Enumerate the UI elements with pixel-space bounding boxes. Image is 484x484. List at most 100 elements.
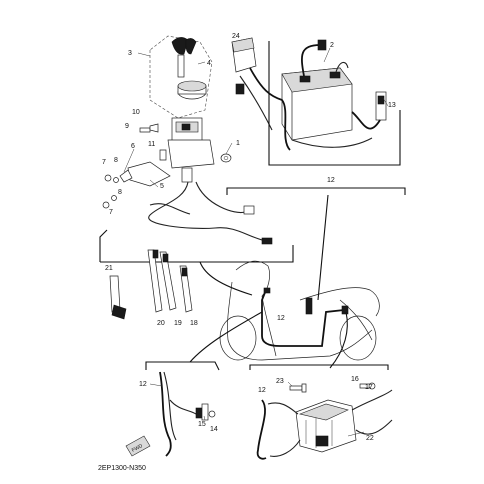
band-19-head <box>162 253 169 263</box>
callout-1: 1 <box>236 140 240 147</box>
battery-bracket <box>268 41 401 166</box>
battery-terminal-pos <box>329 71 341 79</box>
wire-harness-12 <box>159 371 172 457</box>
callout-17: 17 <box>365 384 373 391</box>
callout-2: 2 <box>330 42 334 49</box>
band-20-head <box>152 249 159 259</box>
callout-16: 16 <box>351 376 359 383</box>
callout-13: 13 <box>388 102 396 109</box>
washer-1 <box>220 153 232 163</box>
rectifier-detail <box>249 364 393 460</box>
leader-2 <box>323 47 331 63</box>
pointer-rectifier <box>329 311 348 369</box>
callout-labels: 3 4 10 9 11 1 6 7 8 5 8 7 24 2 13 12 21 … <box>102 33 396 442</box>
key-part-2 <box>185 38 197 55</box>
band-18-head <box>181 267 188 277</box>
scooter-front-fender <box>227 281 263 361</box>
bolt-23 <box>289 385 303 391</box>
fwd-label: FWD <box>131 443 144 454</box>
switch-core <box>181 123 191 131</box>
scooter-front-panel <box>261 295 277 357</box>
callout-4: 4 <box>207 60 211 67</box>
lock-set-outline <box>149 35 213 119</box>
key-part <box>171 37 189 55</box>
lead-terminal <box>261 237 273 245</box>
bolt-11 <box>159 149 167 161</box>
callout-12d: 12 <box>258 387 266 394</box>
battery-location <box>305 297 313 315</box>
callout-6: 6 <box>131 143 135 150</box>
callout-23: 23 <box>276 378 284 385</box>
leader-3 <box>137 52 151 57</box>
switch-lead-wire-2 <box>195 181 246 214</box>
callout-11: 11 <box>148 141 155 148</box>
switch-location <box>263 287 271 294</box>
rectifier-lead <box>351 389 393 411</box>
leader-15 <box>203 415 206 421</box>
band-18 <box>179 265 193 313</box>
pointer-battery <box>317 194 329 301</box>
rectifier-harness-2 <box>267 402 299 415</box>
battery-neg-cable <box>301 44 321 77</box>
wire-harness-12b <box>163 371 177 441</box>
callout-12a: 12 <box>327 177 335 184</box>
switch-lead-wire <box>148 181 263 241</box>
starter-connector <box>317 39 327 51</box>
relay-harness <box>249 67 291 151</box>
leader-22 <box>347 431 365 437</box>
bolt-15 <box>208 410 216 418</box>
key-blade <box>177 54 185 78</box>
callout-15: 15 <box>198 421 206 428</box>
harness-route <box>261 289 345 347</box>
battery-pos-cable <box>335 61 349 73</box>
bolt-9 <box>139 127 151 133</box>
callout-22: 22 <box>366 435 374 442</box>
screw-7a <box>104 174 112 182</box>
battery-bottom-bracket <box>226 187 406 195</box>
scooter-outline <box>189 194 380 369</box>
group-bracket-left <box>99 229 108 262</box>
lead-connector <box>243 205 255 215</box>
bolt-23-head <box>301 383 307 393</box>
leader-4 <box>197 61 206 65</box>
callout-12c: 12 <box>139 381 147 388</box>
scooter-floor <box>261 329 373 361</box>
pointer-switch <box>199 261 253 296</box>
bolt-10 <box>149 123 159 133</box>
rectifier-lead-3 <box>269 439 301 457</box>
band-19 <box>159 251 177 311</box>
scooter-front-wheel <box>219 315 257 361</box>
group-bracket-bottom <box>100 245 294 263</box>
scooter-seat <box>299 287 380 317</box>
main-switch-assembly <box>102 35 273 245</box>
callout-9: 9 <box>125 123 129 130</box>
washer-1-hole <box>223 156 229 160</box>
nut-17 <box>368 382 376 390</box>
nut-8a <box>113 177 119 183</box>
battery-assembly <box>231 37 389 151</box>
rectifier-location <box>341 305 349 315</box>
ground-wire <box>149 203 191 215</box>
leader-23 <box>287 381 293 387</box>
rectifier-plug <box>315 435 329 447</box>
cable-ties <box>109 249 193 320</box>
leader-1 <box>225 142 233 155</box>
callout-14: 14 <box>210 426 218 433</box>
rectifier-fins <box>298 403 349 421</box>
fuse-wire <box>351 111 381 130</box>
relay-harness-2 <box>239 75 273 131</box>
fwd-arrow <box>125 435 151 457</box>
bracket-6 <box>119 169 133 183</box>
callout-24: 24 <box>232 33 240 40</box>
relay-plug <box>235 83 245 95</box>
scooter-rear-wheel <box>339 315 377 361</box>
leader-5 <box>149 179 159 188</box>
callout-7b: 7 <box>109 209 113 216</box>
screw-7b <box>102 201 110 209</box>
rectifier-harness <box>256 399 267 460</box>
callout-10: 10 <box>132 109 140 116</box>
wire-branch <box>169 399 197 415</box>
rectifier-lead-2 <box>355 419 393 435</box>
fuse-13 <box>377 95 385 105</box>
